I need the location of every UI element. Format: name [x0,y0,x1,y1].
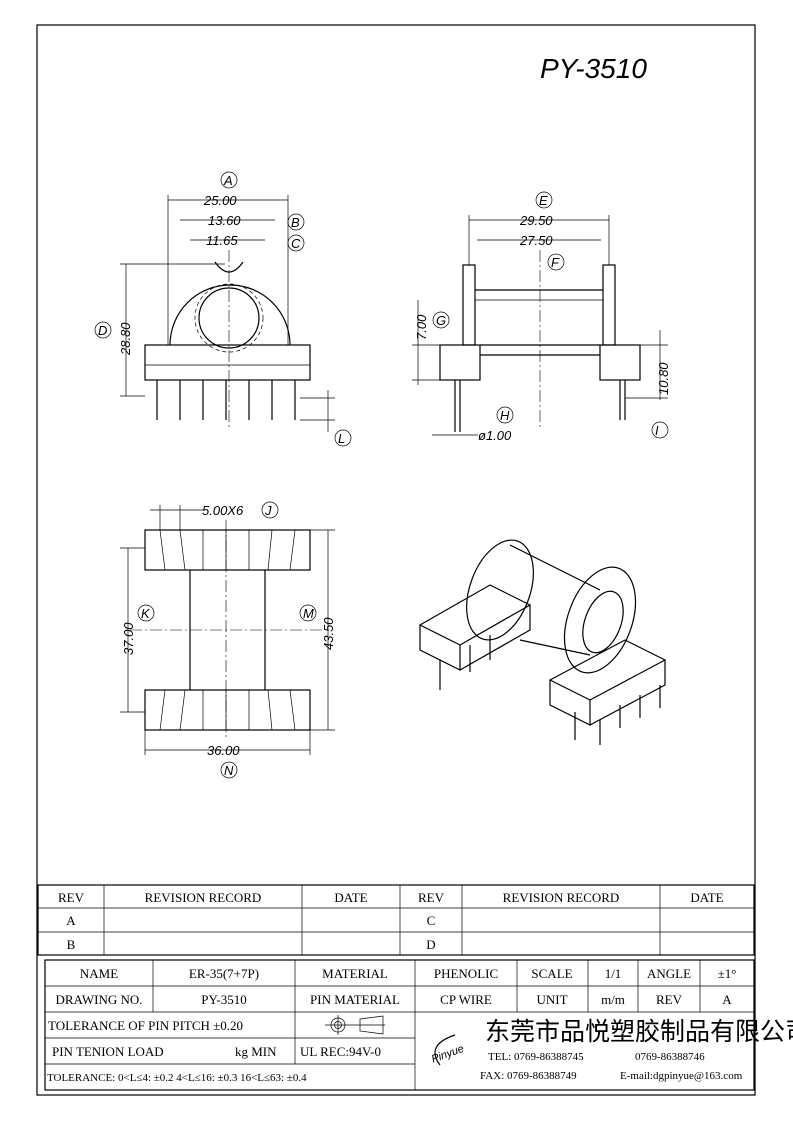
unit-value: m/m [601,992,625,1007]
dim-a: 25.00 [203,193,237,208]
telephone-2: 0769-86388746 [635,1051,705,1063]
scale-label: SCALE [531,966,572,981]
name-value: ER-35(7+7P) [189,966,259,981]
angle-label: ANGLE [647,966,691,981]
fax: FAX: 0769-86388749 [480,1070,577,1082]
dim-j: 5.00X6 [202,503,244,518]
dim-m: 43.50 [321,617,336,650]
drawing-title: PY-3510 [540,53,647,84]
general-tolerance: TOLERANCE: 0<L≤4: ±0.2 4<L≤16: ±0.3 16<L… [47,1072,307,1084]
unit-label: UNIT [536,992,567,1007]
label-h: H [500,408,510,423]
label-e: E [539,193,548,208]
drawing-no-value: PY-3510 [201,992,247,1007]
dim-c: 11.65 [206,233,238,248]
front-view: 25.00 A 13.60 B 11.65 C 28.80 D L [94,171,352,447]
title-block: NAME ER-35(7+7P) MATERIAL PHENOLIC SCALE… [44,959,793,1091]
label-f: F [551,255,560,270]
header-revision-record-2: REVISION RECORD [503,890,620,905]
angle-value: ±1° [718,966,737,981]
dim-f: 27.50 [519,233,553,248]
label-m: M [303,606,314,621]
revision-table: REV REVISION RECORD DATE REV REVISION RE… [37,884,755,956]
label-b: B [291,215,300,230]
sheet-border [36,24,756,1096]
material-label: MATERIAL [322,966,388,981]
rev-cell: C [427,913,436,928]
dim-d: 28.80 [118,322,133,356]
pin-load-label: PIN TENION LOAD [52,1044,164,1059]
rev-cell: A [66,913,76,928]
pin-load-unit: kg MIN [235,1044,277,1059]
label-c: C [291,236,301,251]
name-label: NAME [80,966,118,981]
pin-material-value: CP WIRE [440,992,492,1007]
label-n: N [224,763,234,778]
label-j: J [264,503,272,518]
label-k: K [141,606,151,621]
dim-e: 29.50 [519,213,553,228]
rev-label: REV [656,992,683,1007]
pin-material-label: PIN MATERIAL [310,992,400,1007]
header-rev-2: REV [418,890,445,905]
projection-symbol-icon [325,1015,385,1035]
header-revision-record: REVISION RECORD [145,890,262,905]
label-i: I [655,423,659,438]
header-date: DATE [334,890,367,905]
pin-pitch-tolerance: TOLERANCE OF PIN PITCH ±0.20 [48,1018,243,1033]
rev-cell: B [67,937,76,952]
company-name: 东莞市品悦塑胶制品有限公司 [485,1017,793,1046]
rev-cell: D [426,937,435,952]
label-a: A [223,173,233,188]
label-d: D [98,323,107,338]
dim-k: 37.00 [121,622,136,655]
rev-value: A [722,992,732,1007]
dim-h: ø1.00 [478,428,512,443]
svg-text:Pinyue: Pinyue [430,1043,466,1066]
telephone: TEL: 0769-86388745 [488,1051,584,1063]
scale-value: 1/1 [605,966,622,981]
email: E-mail:dgpinyue@163.com [620,1070,743,1082]
header-date-2: DATE [690,890,723,905]
company-logo: Pinyue [430,1034,466,1066]
label-l: L [338,431,345,446]
isometric-view [418,539,667,745]
label-g: G [436,313,446,328]
drawing-no-label: DRAWING NO. [55,992,142,1007]
ul-rating: UL REC:94V-0 [300,1044,381,1059]
dim-n: 36.00 [207,743,240,758]
dim-i: 10.80 [656,362,671,395]
side-view: 29.50 E 27.50 F 7.00 G 10.80 I ø1.00 H [412,191,671,443]
material-value: PHENOLIC [434,966,498,981]
dim-b: 13.60 [208,213,241,228]
dim-g: 7.00 [414,314,429,340]
header-rev: REV [58,890,85,905]
bottom-view: 5.00X6 J 37.00 K 43.50 M 36.00 N [120,501,336,779]
